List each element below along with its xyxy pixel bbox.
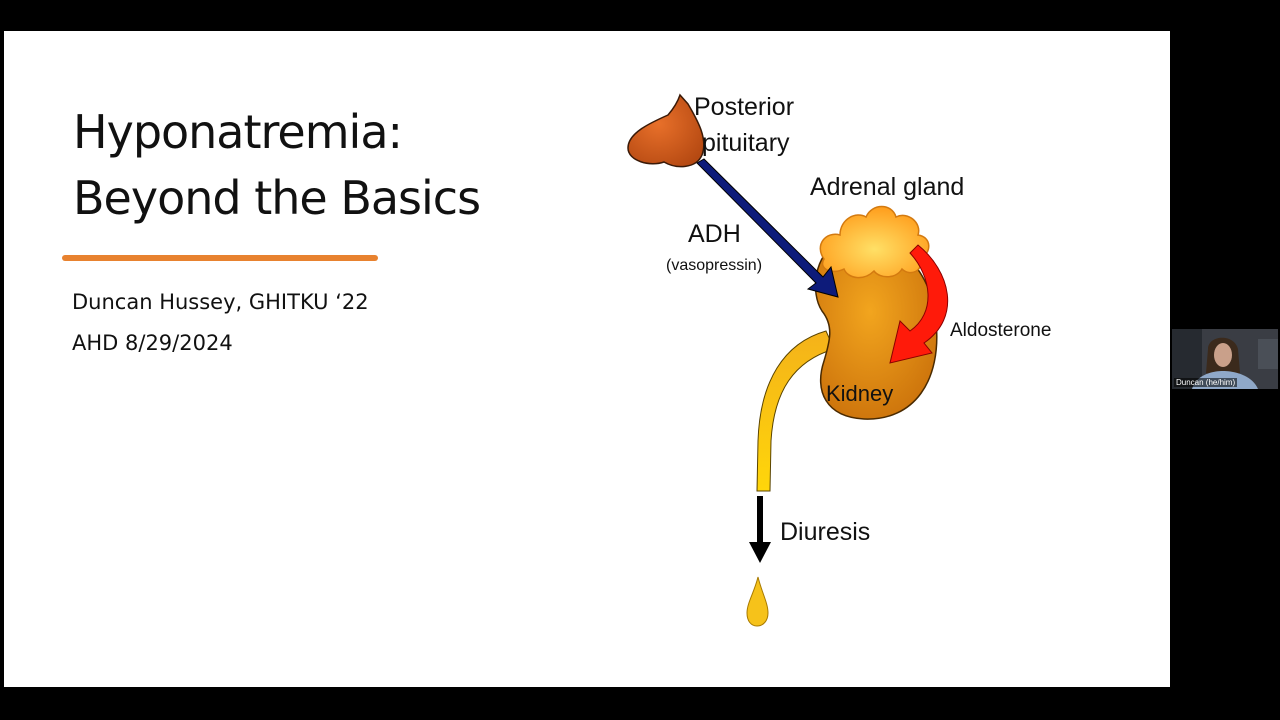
posterior-label-2: pituitary — [702, 129, 790, 157]
aldosterone-arrow — [889, 244, 949, 364]
aldosterone-label: Aldosterone — [950, 320, 1051, 341]
presentation-slide: Hyponatremia: Beyond the Basics Duncan H… — [4, 31, 1170, 687]
date-line: AHD 8/29/2024 — [72, 331, 233, 355]
diuresis-arrow-shaft — [757, 496, 763, 544]
adh-label: ADH — [688, 220, 741, 248]
title-line-2: Beyond the Basics — [73, 171, 481, 225]
adrenal-label: Adrenal gland — [810, 173, 964, 201]
adrenal-gland — [819, 205, 930, 279]
diuresis-label: Diuresis — [780, 518, 870, 546]
participant-name: Duncan (he/him) — [1174, 378, 1238, 387]
vasopressin-label: (vasopressin) — [666, 257, 762, 274]
pituitary-gland — [627, 93, 705, 168]
title-underline — [62, 255, 378, 261]
author-line: Duncan Hussey, GHITKU ‘22 — [72, 290, 369, 314]
posterior-label-1: Posterior — [694, 93, 794, 121]
kidney — [814, 239, 938, 420]
title-line-1: Hyponatremia: — [73, 105, 403, 159]
hormone-diagram: Posterior pituitary Adrenal gland ADH (v… — [627, 93, 1051, 627]
urine-droplet — [746, 576, 769, 627]
participant-video-tile[interactable]: Duncan (he/him) — [1172, 329, 1278, 389]
slide-title: Hyponatremia: Beyond the Basics — [73, 99, 481, 231]
adh-arrow — [696, 158, 839, 298]
kidney-label: Kidney — [826, 381, 893, 406]
ureter — [756, 330, 835, 492]
diuresis-arrowhead — [749, 542, 771, 563]
